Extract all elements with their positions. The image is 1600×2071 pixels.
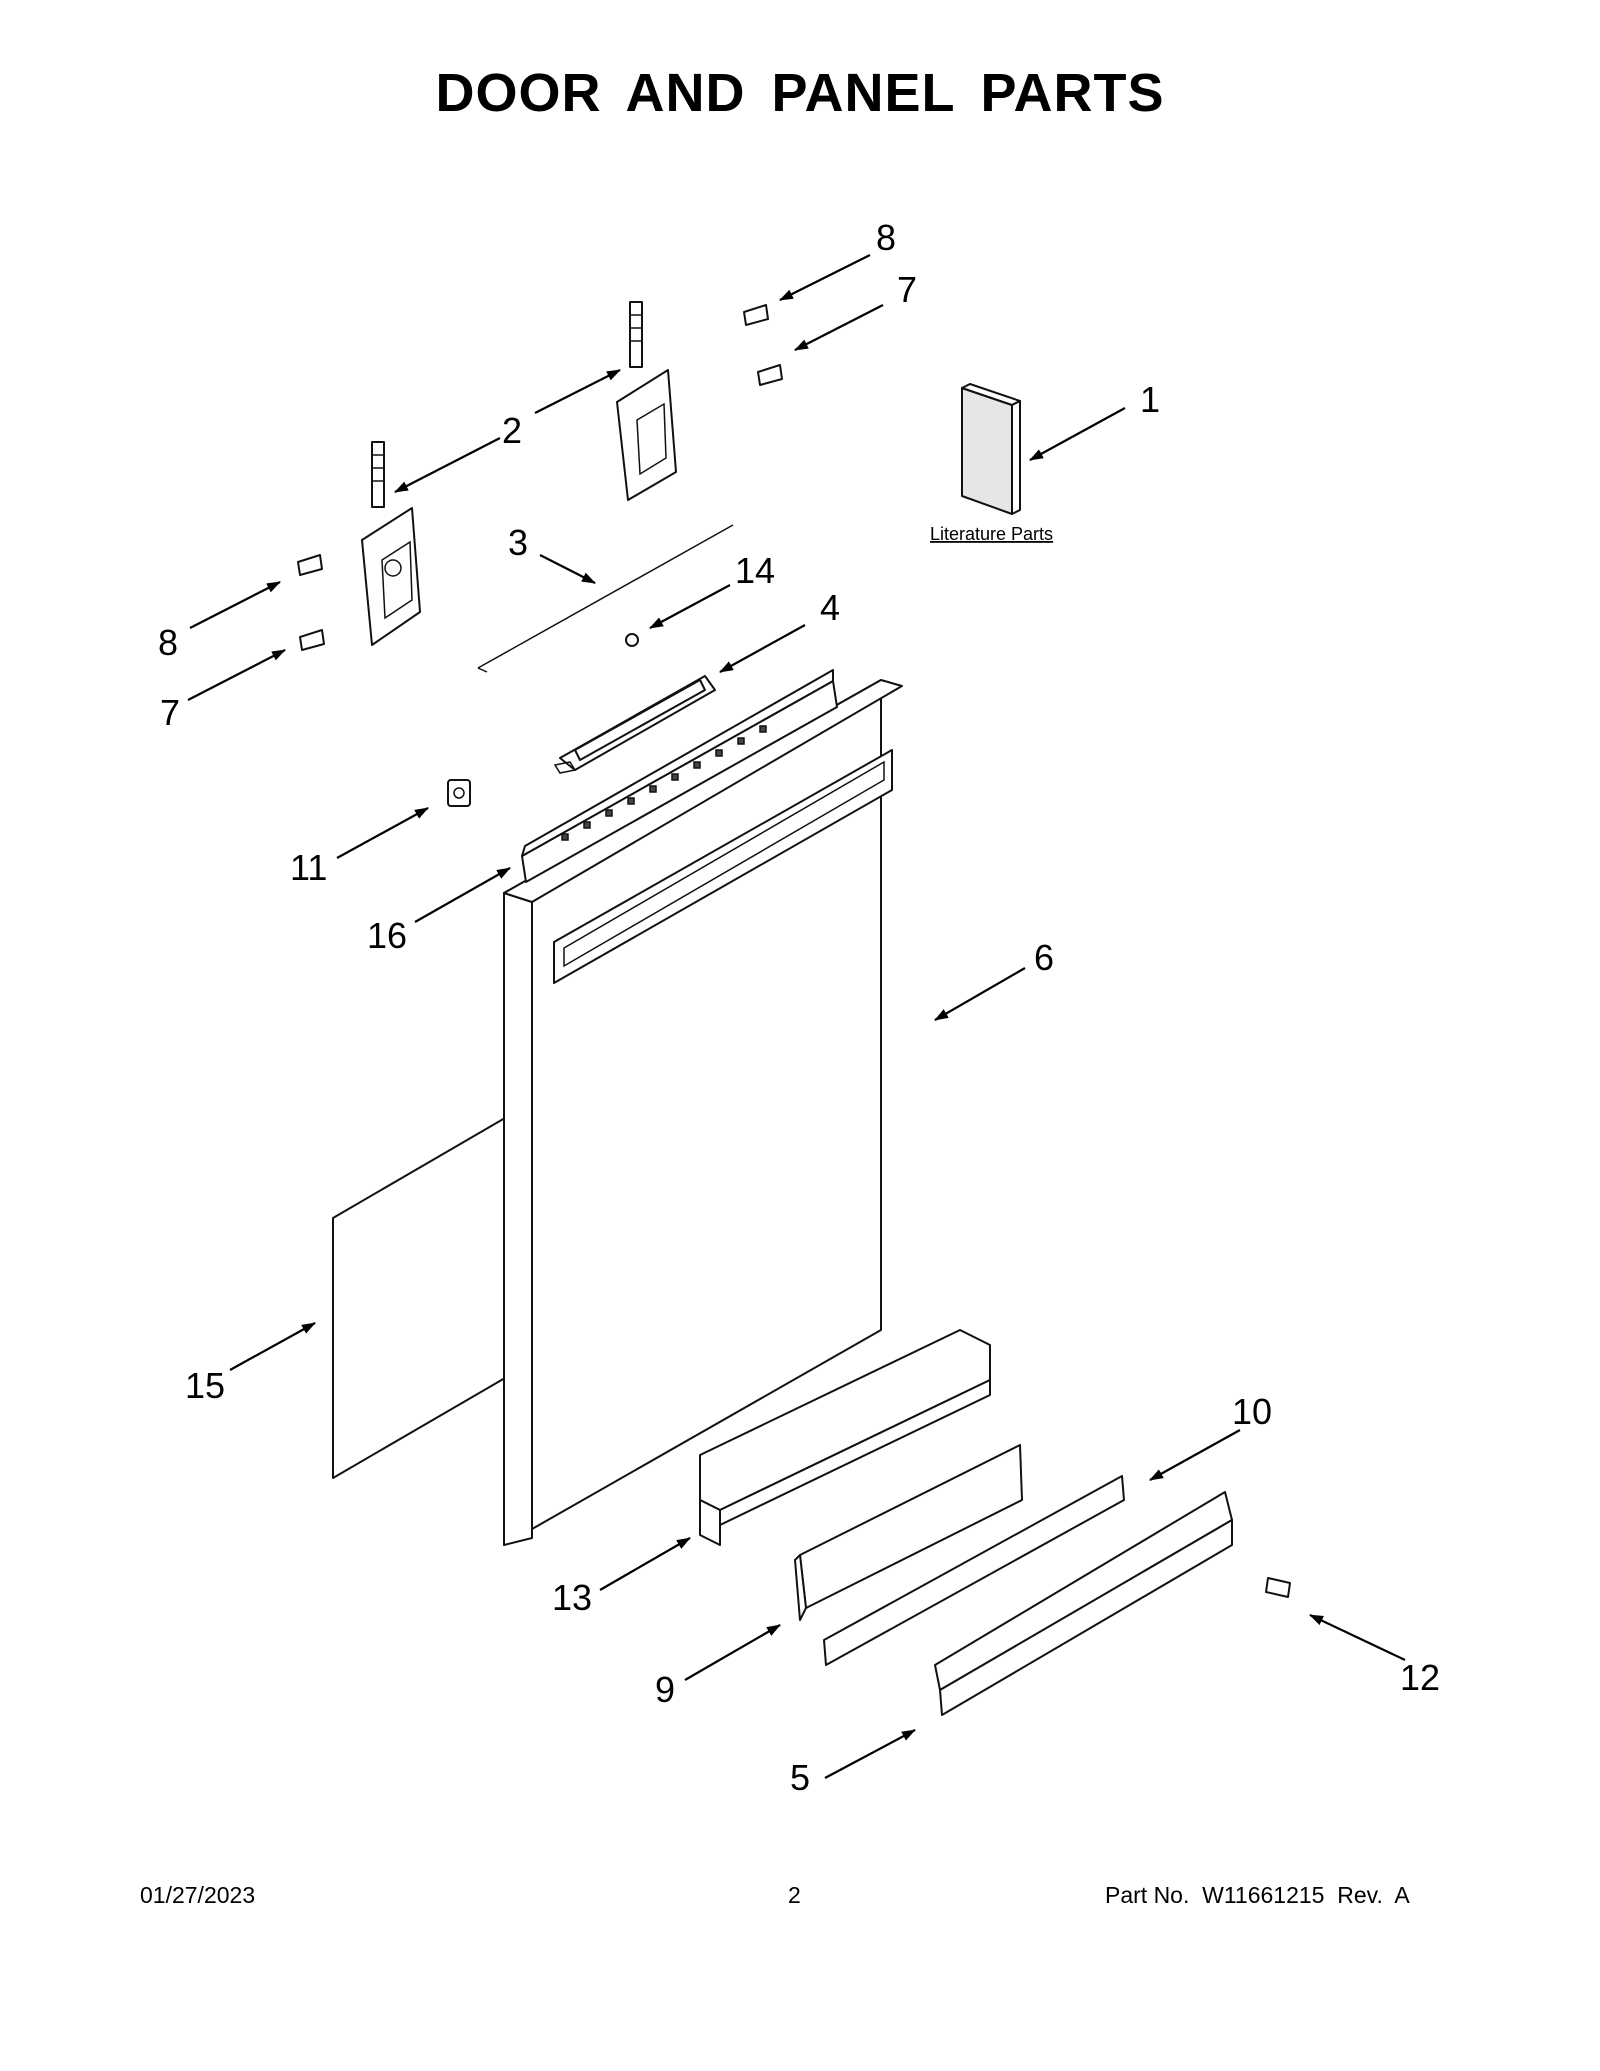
callout-7-left: 7	[160, 692, 180, 733]
callout-11: 11	[290, 847, 327, 888]
callout-16: 16	[367, 915, 407, 956]
callout-9: 9	[655, 1669, 675, 1710]
part-3-rod	[477, 524, 734, 673]
callout-15: 15	[185, 1365, 225, 1406]
part-4-handle-bracket	[553, 675, 716, 774]
part-11-switch	[447, 779, 471, 807]
literature-parts-label: Literature Parts	[930, 524, 1053, 544]
callout-2: 2	[502, 410, 522, 451]
part-5-kick-plate	[934, 1491, 1233, 1716]
part-6-outer-door-panel	[503, 679, 903, 1546]
part-14-screw	[625, 633, 639, 647]
callout-10: 10	[1232, 1391, 1272, 1432]
part-2-left-hinge	[361, 441, 421, 646]
part-15-insulation-panel	[332, 1117, 506, 1479]
callout-12: 12	[1400, 1657, 1440, 1698]
callout-14: 14	[735, 550, 775, 591]
callout-4: 4	[820, 587, 840, 628]
part-16-control-panel-strip	[521, 669, 838, 883]
part-7-screw-right	[757, 364, 783, 386]
leader-lines	[187, 254, 1406, 1779]
part-1-literature	[961, 383, 1021, 515]
callout-5: 5	[790, 1757, 810, 1798]
callout-6: 6	[1034, 937, 1054, 978]
part-13-lower-foam	[699, 1329, 991, 1546]
page-title: DOOR AND PANEL PARTS	[435, 63, 1165, 123]
part-9-toe-kick-panel	[794, 1444, 1023, 1621]
part-10-trim-strip	[823, 1475, 1125, 1666]
callout-13: 13	[552, 1577, 592, 1618]
part-7-screw-left	[299, 629, 325, 651]
callout-8-right: 8	[876, 217, 896, 258]
footer-page-number: 2	[788, 1882, 801, 1908]
callout-1: 1	[1140, 379, 1160, 420]
callout-8-left: 8	[158, 622, 178, 663]
footer-part-number: Part No. W11661215 Rev. A	[1105, 1882, 1410, 1908]
part-8-screw-left	[297, 554, 323, 576]
part-12-screw	[1265, 1577, 1291, 1598]
part-2-right-hinge	[616, 301, 677, 501]
callout-7-right: 7	[897, 269, 917, 310]
footer-date: 01/27/2023	[140, 1882, 256, 1908]
part-8-screw-right	[743, 304, 769, 326]
callout-3: 3	[508, 522, 528, 563]
callout-labels: 1 2 3 4 5 6 7 7 8 8 9 10 11 12 13 14 15 …	[158, 217, 1440, 1798]
control-buttons	[561, 725, 767, 841]
